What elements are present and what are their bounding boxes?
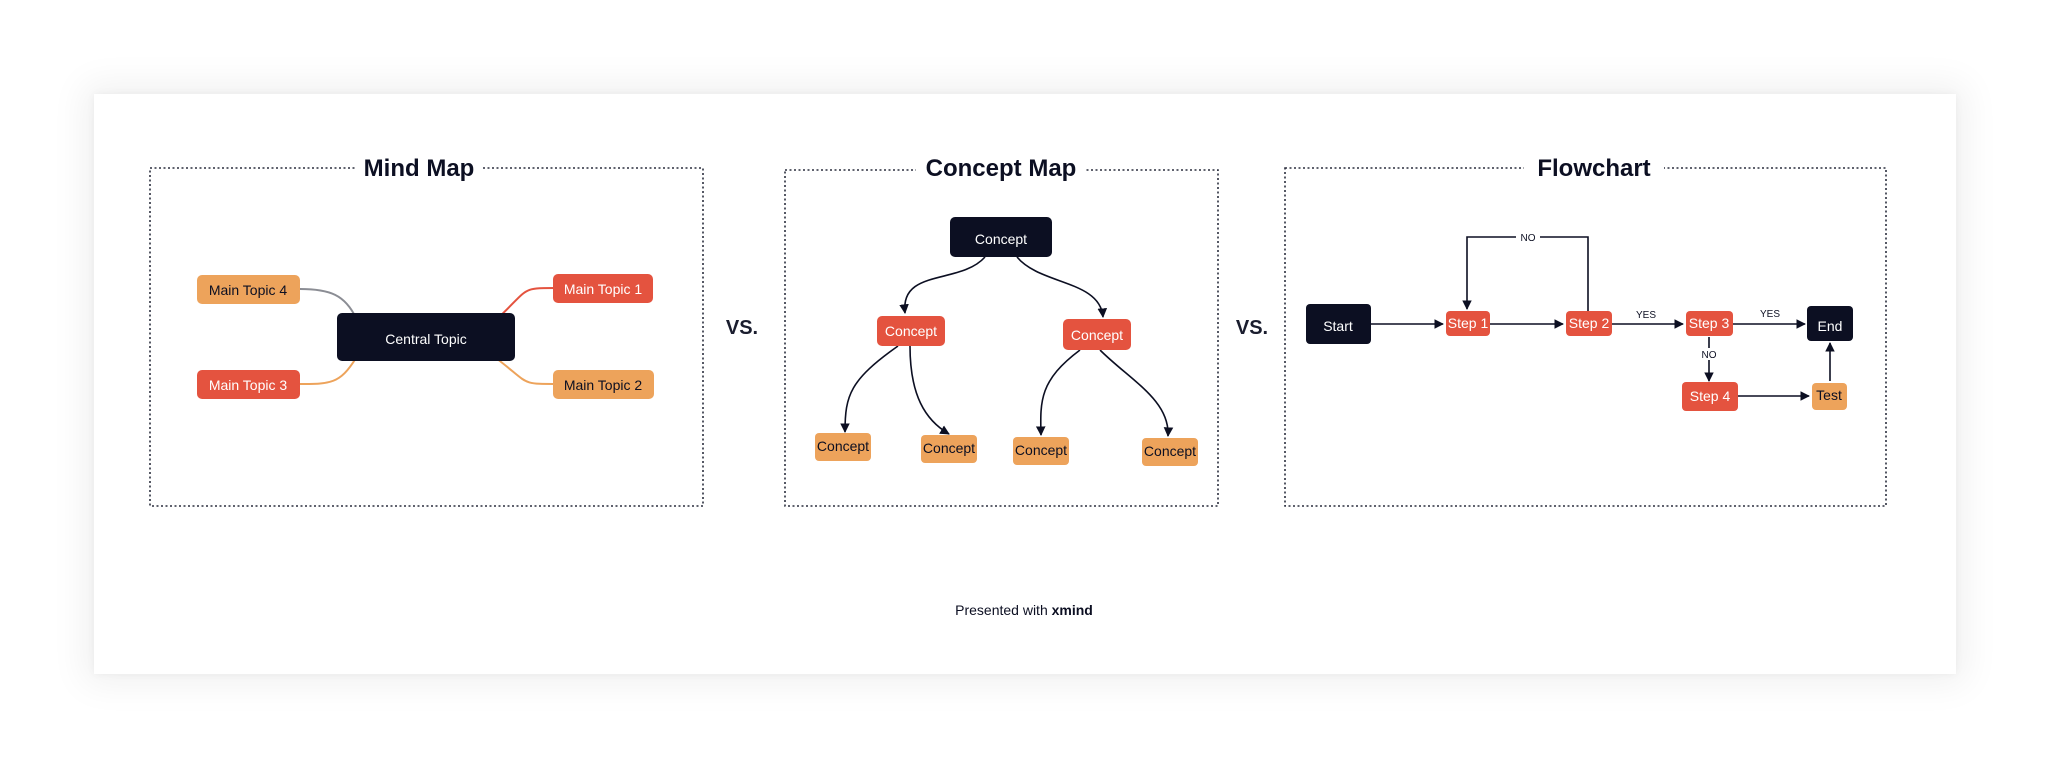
concept-l1-right-node[interactable]: Concept	[1063, 319, 1131, 350]
flow-step4-node[interactable]: Step 4	[1682, 382, 1738, 411]
edge-root-left	[899, 256, 986, 314]
vs-separator-2: VS.	[1236, 317, 1268, 339]
flow-start-node[interactable]: Start	[1306, 304, 1371, 344]
concept-map-title: Concept Map	[926, 155, 1077, 182]
concept-l2-1-label: Concept	[817, 438, 869, 454]
edge-right-a	[1035, 349, 1081, 436]
edge-step2-step1-loop	[1462, 236, 1589, 311]
concept-root-node[interactable]: Concept	[950, 217, 1052, 257]
mind-map-panel: Mind Map Central Topic Main Topic 1 Main…	[149, 152, 704, 507]
label-no-down: NO	[1702, 350, 1717, 361]
main-topic-3-label: Main Topic 3	[209, 377, 288, 393]
branch-topic-1	[495, 287, 557, 321]
concept-l2-4-node[interactable]: Concept	[1142, 438, 1198, 466]
flowchart-title: Flowchart	[1537, 155, 1650, 182]
concept-l2-4-label: Concept	[1144, 443, 1196, 459]
branch-topic-2	[495, 357, 557, 385]
concept-l1-left-label: Concept	[885, 323, 937, 339]
flow-test-label: Test	[1816, 387, 1842, 403]
edge-right-b	[1099, 349, 1174, 437]
concept-l1-left-node[interactable]: Concept	[877, 316, 945, 346]
flow-step3-node[interactable]: Step 3	[1686, 311, 1733, 336]
edge-left-a	[840, 345, 899, 433]
footer: Presented with xmind	[0, 602, 2048, 618]
concept-l2-2-node[interactable]: Concept	[921, 435, 977, 463]
branch-topic-4	[299, 288, 357, 319]
vs-separator-1: VS.	[726, 317, 758, 339]
flow-step4-label: Step 4	[1690, 388, 1731, 404]
concept-l2-3-label: Concept	[1015, 442, 1067, 458]
main-topic-2-label: Main Topic 2	[564, 377, 643, 393]
concept-l2-1-node[interactable]: Concept	[815, 433, 871, 461]
comparison-card	[94, 94, 1956, 674]
flow-step2-node[interactable]: Step 2	[1566, 311, 1612, 336]
concept-map-panel: Concept Map Concept Concept Concept	[784, 152, 1219, 507]
mind-map-title: Mind Map	[364, 155, 475, 182]
flow-end-node[interactable]: End	[1807, 306, 1853, 341]
concept-l2-2-label: Concept	[923, 440, 975, 456]
label-yes-1: YES	[1636, 310, 1656, 321]
label-yes-2: YES	[1760, 309, 1780, 320]
footer-prefix: Presented with	[955, 602, 1048, 618]
flowchart-frame	[1284, 167, 1887, 507]
flowchart-panel: Flowchart NO YES YES NO Start S	[1284, 152, 1887, 507]
central-topic-label: Central Topic	[385, 331, 466, 347]
main-topic-4-label: Main Topic 4	[209, 282, 288, 298]
flow-end-label: End	[1818, 318, 1843, 334]
flow-test-node[interactable]: Test	[1812, 383, 1847, 410]
flow-step3-label: Step 3	[1689, 315, 1730, 331]
main-topic-3-node[interactable]: Main Topic 3	[197, 370, 300, 399]
flow-step1-label: Step 1	[1448, 315, 1489, 331]
main-topic-2-node[interactable]: Main Topic 2	[553, 370, 654, 399]
branch-topic-3	[299, 357, 357, 385]
footer-brand-logo[interactable]: xmind	[1051, 602, 1093, 618]
main-topic-4-node[interactable]: Main Topic 4	[197, 275, 300, 304]
flow-start-label: Start	[1323, 318, 1353, 334]
main-topic-1-node[interactable]: Main Topic 1	[553, 274, 653, 303]
concept-l2-3-node[interactable]: Concept	[1013, 437, 1069, 465]
concept-root-label: Concept	[975, 231, 1027, 247]
concept-l1-right-label: Concept	[1071, 327, 1123, 343]
flow-step2-label: Step 2	[1569, 315, 1610, 331]
label-no-loop: NO	[1521, 233, 1536, 244]
flow-step1-node[interactable]: Step 1	[1446, 311, 1490, 336]
central-topic-node[interactable]: Central Topic	[337, 313, 515, 361]
edge-root-right	[1016, 256, 1108, 318]
edge-left-b	[909, 345, 950, 435]
main-topic-1-label: Main Topic 1	[564, 281, 643, 297]
